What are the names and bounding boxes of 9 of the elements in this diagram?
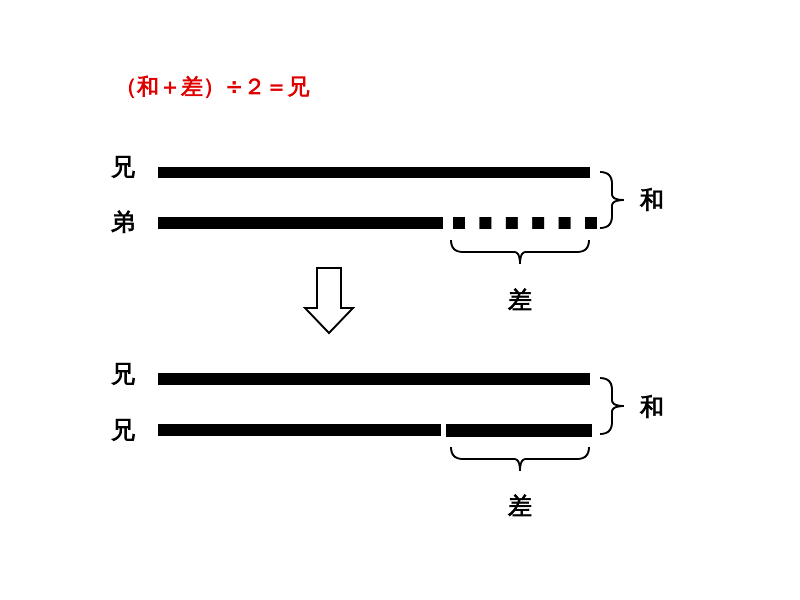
formula-title: （和＋差）÷２＝兄: [115, 74, 310, 102]
person-label: 兄: [111, 418, 135, 442]
difference-label: 差: [508, 494, 532, 518]
sum-label: 和: [640, 395, 664, 419]
difference-label: 差: [508, 288, 532, 312]
person-label: 兄: [111, 155, 135, 179]
sum-label: 和: [640, 188, 664, 212]
person-label: 兄: [111, 362, 135, 386]
person-label: 弟: [111, 210, 135, 234]
